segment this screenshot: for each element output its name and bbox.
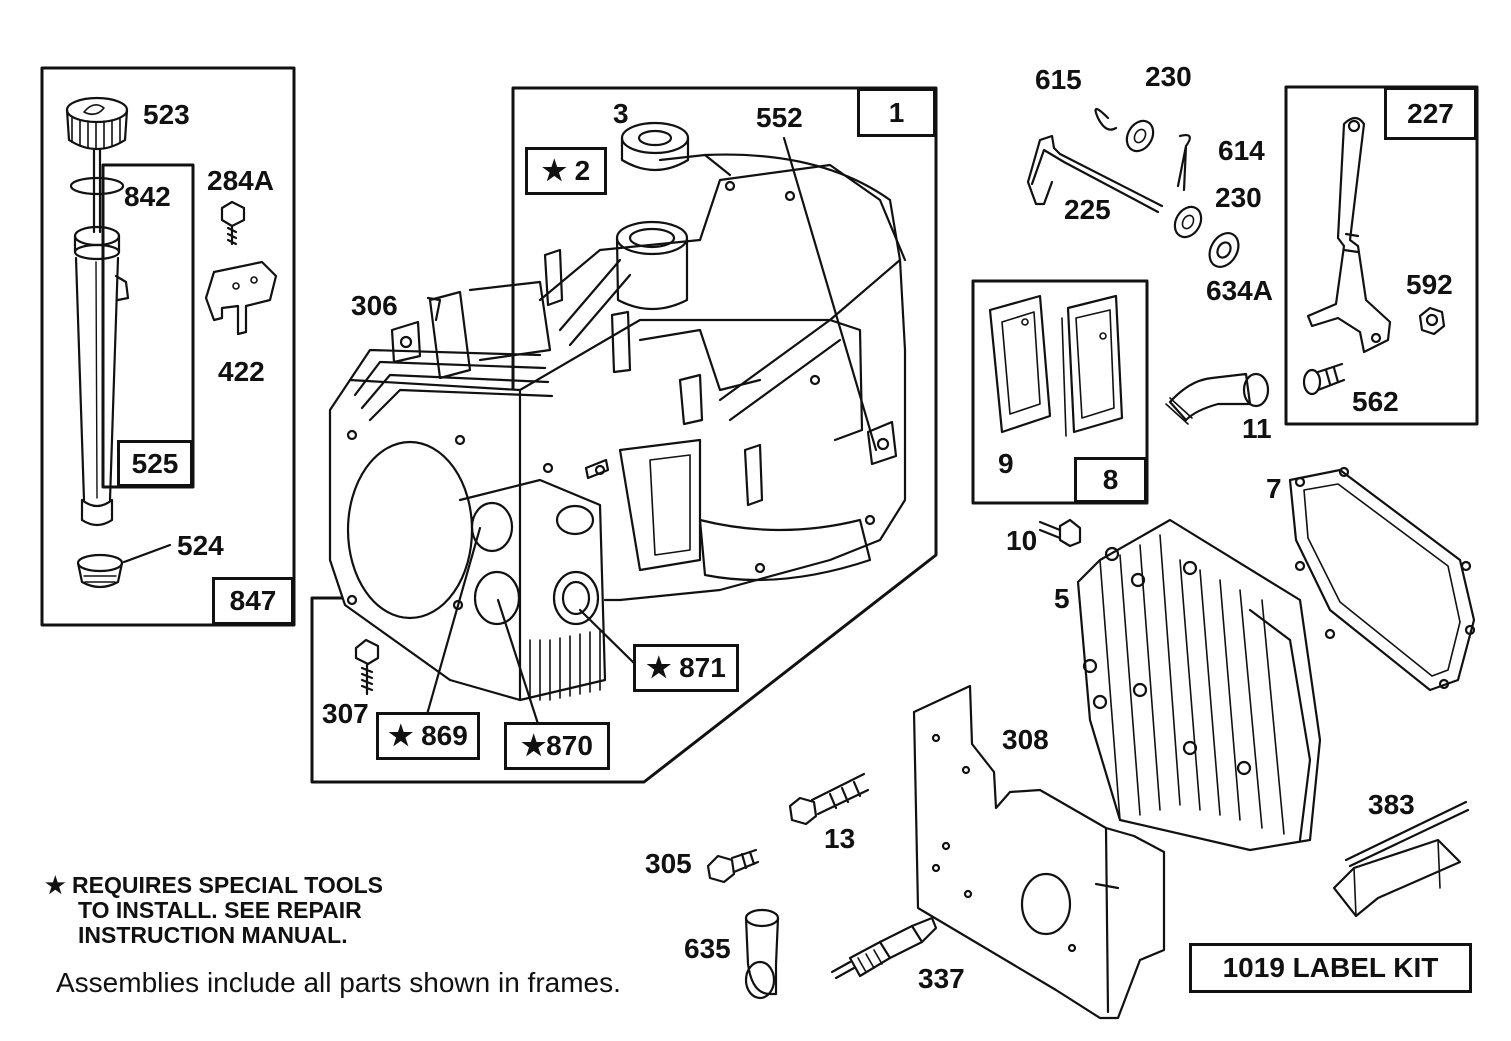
washer-230a-icon — [1125, 119, 1155, 153]
callout-7: 7 — [1266, 473, 1282, 504]
callout-552: 552 — [756, 102, 803, 133]
label-kit-label: 1019 LABEL KIT — [1189, 943, 1472, 993]
bolt-284a-icon — [220, 200, 246, 246]
callout-11: 11 — [1242, 413, 1272, 444]
callout-524: 524 — [177, 530, 224, 561]
frame-2-label: ★ 2 — [525, 147, 607, 195]
callout-3: 3 — [613, 98, 629, 129]
leader-524 — [122, 543, 172, 564]
crankcase-block-icon — [328, 153, 907, 702]
seal-634a-icon — [1208, 232, 1240, 268]
callout-9: 9 — [998, 448, 1014, 479]
special-tools-note-line1: ★ REQUIRES SPECIAL TOOLS — [45, 872, 383, 898]
cylinder-head-icon — [1076, 518, 1322, 852]
callout-305: 305 — [645, 848, 692, 879]
head-gasket-icon — [1288, 466, 1476, 692]
callout-5: 5 — [1054, 583, 1070, 614]
bolt-562-icon — [1302, 362, 1346, 396]
callout-634a: 634A — [1206, 275, 1273, 306]
dipstick-tube-icon — [73, 225, 130, 527]
bracket-422-icon — [204, 260, 278, 336]
hair-pin-icon — [1176, 134, 1191, 192]
bolt-307-icon — [354, 638, 380, 696]
callout-230-bottom: 230 — [1215, 182, 1262, 213]
frame-870-label: ★870 — [504, 722, 610, 770]
callout-635: 635 — [684, 933, 731, 964]
oil-fill-plug-icon — [76, 553, 124, 589]
breather-gasket-icon — [988, 294, 1052, 434]
cylinder-shield-icon — [912, 684, 1166, 1020]
leader-871 — [578, 608, 638, 667]
callout-306: 306 — [351, 290, 398, 321]
callout-592: 592 — [1406, 269, 1453, 300]
washer-230b-icon — [1173, 205, 1203, 239]
governor-lever-icon — [1306, 116, 1392, 354]
spark-plug-icon — [830, 916, 938, 980]
callout-284a: 284A — [207, 165, 274, 196]
breather-icon — [1066, 294, 1124, 434]
frame-525-border — [101, 163, 195, 489]
callout-337: 337 — [918, 963, 965, 994]
o-ring-icon — [69, 176, 125, 196]
leader-869 — [424, 526, 482, 720]
special-tools-note-line3: INSTRUCTION MANUAL. — [78, 922, 348, 948]
breather-tube-icon — [1165, 372, 1270, 425]
callout-13: 13 — [824, 823, 856, 854]
callout-523: 523 — [143, 99, 190, 130]
callout-308: 308 — [1002, 724, 1049, 755]
elbow-fitting-icon — [744, 908, 780, 1000]
frame-871-label: ★ 871 — [633, 644, 739, 692]
callout-230-top: 230 — [1145, 61, 1192, 92]
callout-842: 842 — [124, 181, 171, 212]
bolt-305-icon — [706, 848, 760, 884]
callout-422: 422 — [218, 356, 265, 387]
dipstick-cap-icon — [65, 96, 129, 234]
assemblies-note: Assemblies include all parts shown in fr… — [56, 967, 621, 998]
callout-615: 615 — [1035, 64, 1082, 95]
screw-10-icon — [1038, 518, 1082, 548]
frame-847-border — [40, 66, 296, 627]
frame-8-border — [971, 279, 1149, 505]
retaining-clip-icon — [1094, 107, 1118, 131]
callout-562: 562 — [1352, 386, 1399, 417]
leader-552 — [782, 136, 878, 452]
frame-869-label: ★ 869 — [376, 712, 480, 760]
frame-227-border — [1284, 85, 1479, 426]
frame-227-label: 227 — [1384, 87, 1477, 140]
frame-847-label: 847 — [212, 577, 294, 625]
callout-10: 10 — [1006, 525, 1038, 556]
frame-525-label: 525 — [117, 440, 193, 487]
callout-614: 614 — [1218, 135, 1265, 166]
oil-seal-icon — [620, 121, 690, 171]
nut-592-icon — [1418, 306, 1446, 336]
callout-225: 225 — [1064, 194, 1111, 225]
leader-870 — [496, 598, 542, 732]
stud-13-icon — [788, 772, 870, 826]
callout-383: 383 — [1368, 789, 1415, 820]
frame-1-label: 1 — [857, 88, 936, 137]
governor-shaft-icon — [1026, 134, 1164, 214]
tool-383-icon — [1332, 800, 1470, 918]
callout-307: 307 — [322, 698, 369, 729]
special-tools-note-line2: TO INSTALL. SEE REPAIR — [78, 897, 362, 923]
frame-8-label: 8 — [1074, 457, 1147, 503]
